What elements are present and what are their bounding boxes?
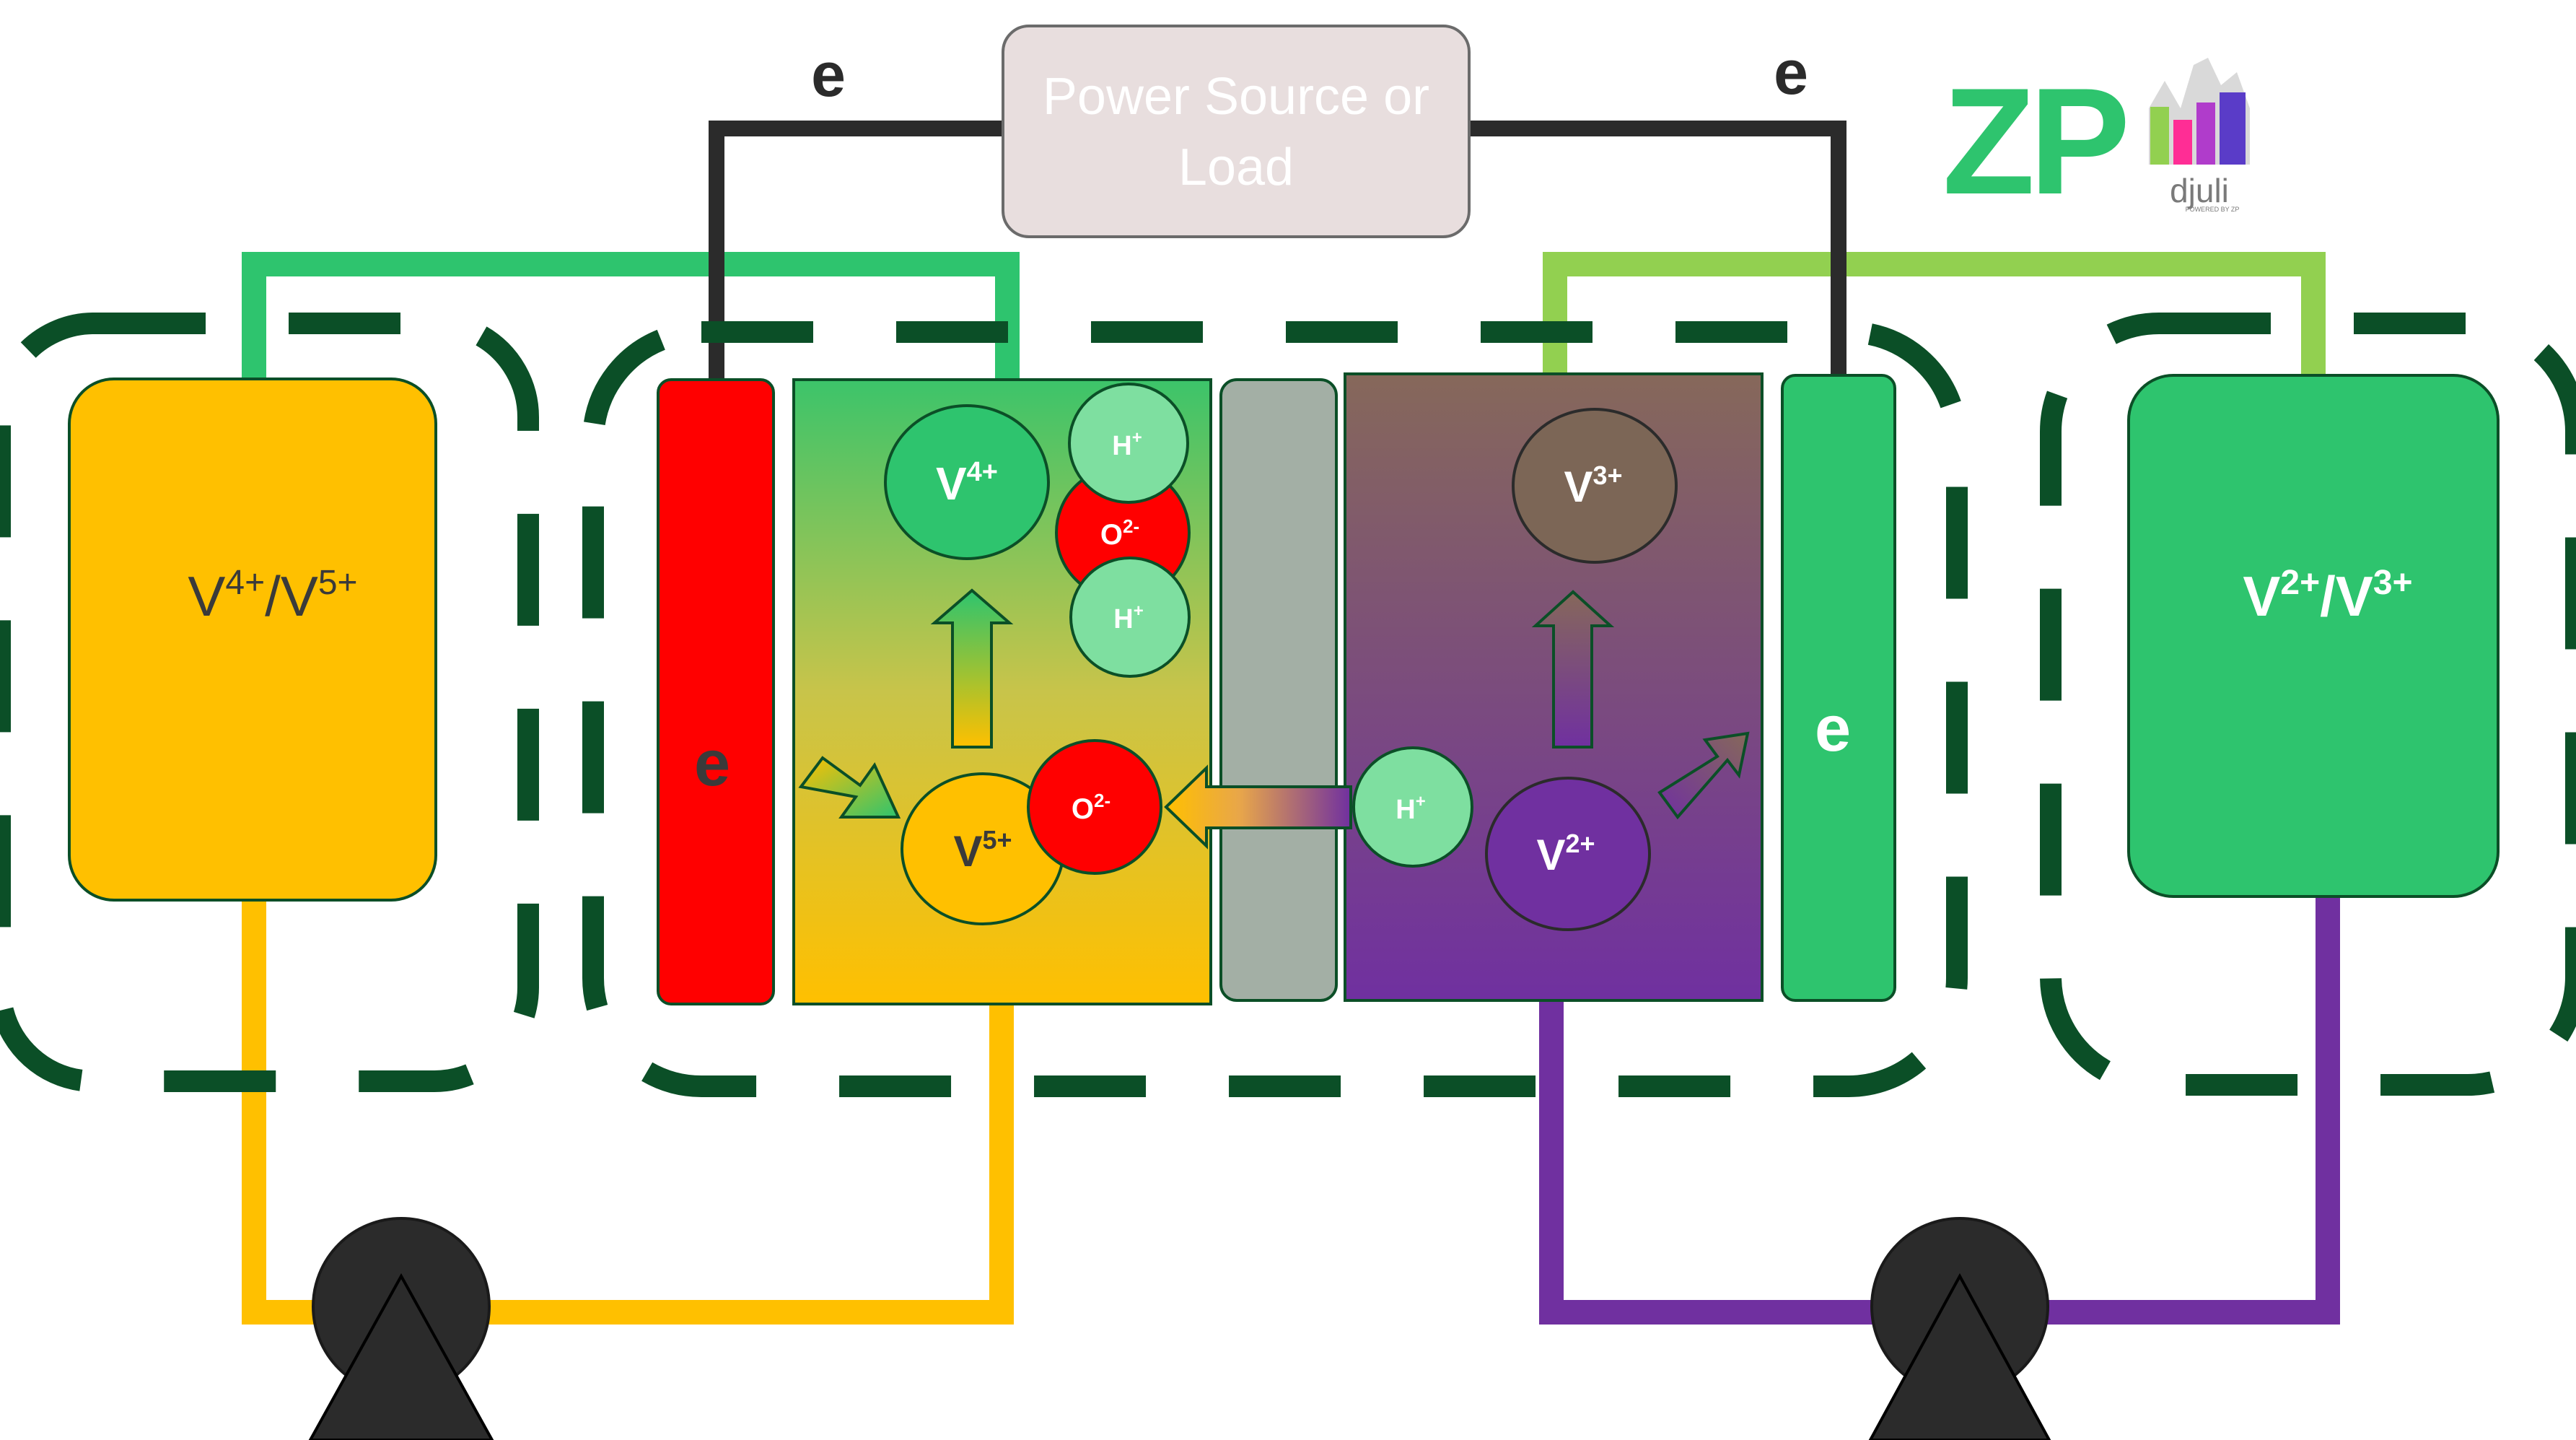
wire-left	[709, 121, 1003, 383]
power-source-label-line2: Load	[1178, 139, 1294, 196]
svg-text:V5+: V5+	[953, 825, 1012, 876]
electron-label-right: e	[1774, 38, 1808, 108]
tank-negative-label: V2+/V3+	[2243, 564, 2412, 628]
zp-logo: ZP	[1942, 56, 2131, 226]
pipe-positive-bottom	[242, 899, 1014, 1325]
enclosure-cell	[582, 321, 1968, 1097]
ion-h-mid: H+	[1069, 557, 1191, 678]
pump-positive	[308, 1217, 494, 1440]
svg-text:V4+: V4+	[936, 457, 998, 510]
svg-text:H+: H+	[1113, 601, 1143, 634]
arrow-left-membrane	[1164, 764, 1352, 850]
svg-text:V3+: V3+	[1564, 461, 1622, 511]
djuli-logo-text: djuli	[2170, 172, 2229, 209]
positive-electrode: e	[657, 378, 775, 1005]
negative-electrode: e	[1781, 374, 1896, 1002]
enclosure-left-tank	[0, 313, 539, 1092]
tank-negative: V2+/V3+	[2127, 374, 2500, 898]
djuli-logo: djuli POWERED BY ZP	[2149, 58, 2250, 213]
arrow-diagonal-negative	[1657, 731, 1750, 820]
electron-label-left: e	[811, 40, 846, 110]
arrow-diagonal-positive	[798, 756, 901, 819]
tank-positive: V4+/V5+	[68, 378, 437, 902]
ion-v5: V5+	[901, 772, 1065, 925]
ion-h-membrane: H+	[1352, 746, 1473, 868]
zp-logo-text: ZP	[1942, 56, 2125, 226]
dashed-enclosures	[0, 313, 2576, 1097]
arrow-up-negative	[1531, 590, 1615, 749]
arrow-up-positive	[930, 588, 1014, 749]
negative-electrode-label: e	[1815, 693, 1851, 765]
svg-text:H+: H+	[1396, 792, 1425, 825]
svg-text:H+: H+	[1112, 428, 1142, 461]
tank-positive-label: V4+/V5+	[188, 564, 357, 628]
svg-text:V2+: V2+	[1536, 829, 1595, 879]
ion-v3: V3+	[1512, 408, 1678, 564]
djuli-logo-subtext: POWERED BY ZP	[2186, 206, 2240, 213]
ion-v2: V2+	[1485, 777, 1651, 931]
power-source-box: Power Source or Load	[1002, 25, 1471, 238]
pipe-negative-top	[1543, 252, 2326, 375]
membrane	[1219, 378, 1338, 1002]
external-circuit	[709, 121, 1846, 383]
pump-positive-triangle	[308, 1273, 494, 1440]
ion-h-top: H+	[1068, 383, 1189, 504]
wire-right	[1468, 121, 1846, 379]
pump-negative	[1868, 1217, 2051, 1440]
svg-text:O2-: O2-	[1100, 515, 1139, 551]
ion-v4: V4+	[884, 404, 1050, 560]
svg-text:O2-: O2-	[1072, 790, 1110, 825]
power-source-label-line1: Power Source or	[1043, 68, 1429, 126]
positive-electrode-label: e	[694, 728, 730, 800]
ion-o-bottom: O2-	[1027, 739, 1162, 875]
pump-negative-triangle	[1868, 1273, 2051, 1440]
